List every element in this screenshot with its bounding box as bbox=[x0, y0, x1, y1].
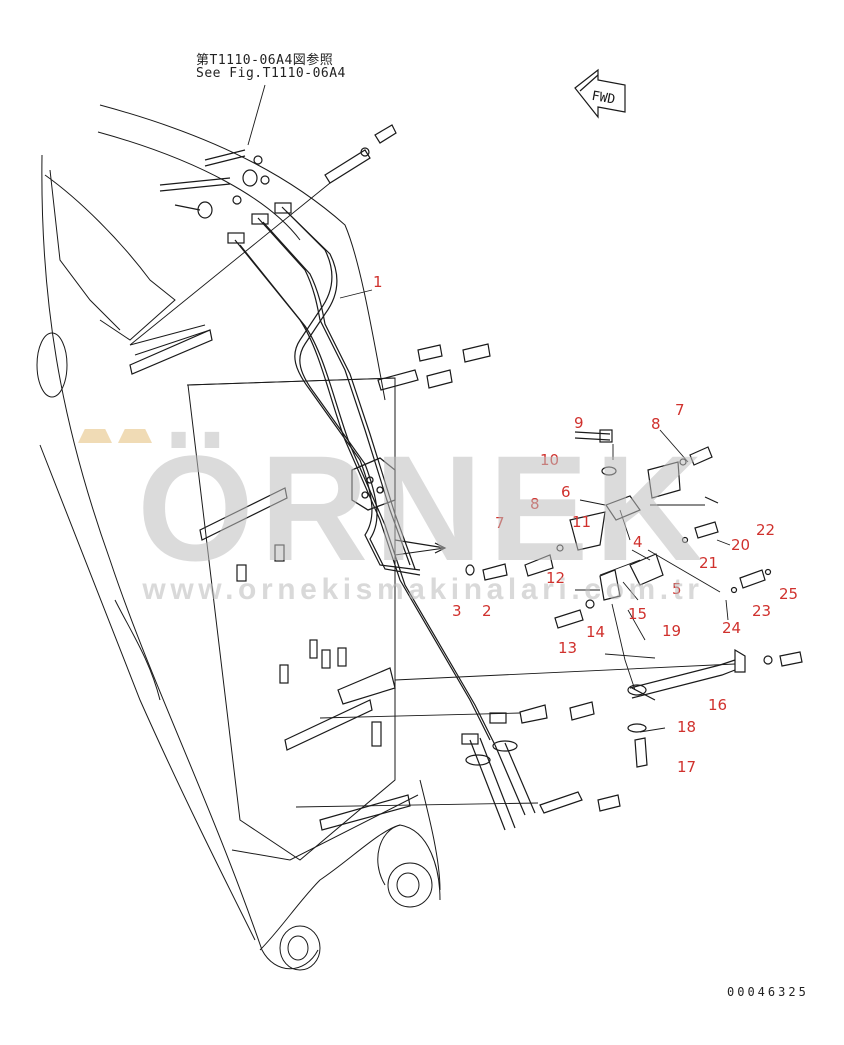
callout-18: 18 bbox=[677, 718, 696, 736]
boom-outline bbox=[39, 104, 441, 970]
callout-8b: 8 bbox=[530, 495, 540, 513]
exploded-parts bbox=[377, 343, 803, 814]
valve-block bbox=[351, 457, 396, 511]
callout-19: 19 bbox=[662, 622, 681, 640]
callout-23: 23 bbox=[752, 602, 771, 620]
figure-reference-japanese: 第T1110-06A4図参照 bbox=[196, 53, 334, 68]
callout-9: 9 bbox=[574, 414, 584, 432]
callout-7b: 7 bbox=[495, 514, 505, 532]
callout-15: 15 bbox=[628, 605, 647, 623]
callout-25: 25 bbox=[779, 585, 798, 603]
pipe-end-fittings bbox=[227, 202, 518, 766]
hydraulic-pipes bbox=[234, 206, 736, 831]
callout-13: 13 bbox=[558, 639, 577, 657]
callout-7a: 7 bbox=[675, 401, 685, 419]
document-number: 00046325 bbox=[727, 985, 809, 999]
side-plate bbox=[129, 324, 396, 861]
callout-22: 22 bbox=[756, 521, 775, 539]
figure-reference-english: See Fig.T1110-06A4 bbox=[196, 66, 346, 81]
callout-8a: 8 bbox=[651, 415, 661, 433]
forward-direction-label: FWD bbox=[590, 89, 616, 108]
callout-11: 11 bbox=[572, 513, 591, 531]
pipe-clamps bbox=[129, 329, 411, 831]
callout-6: 6 bbox=[561, 483, 571, 501]
callout-3: 3 bbox=[452, 602, 462, 620]
top-bolts bbox=[159, 124, 397, 219]
flow-arrow bbox=[394, 539, 447, 554]
callout-16: 16 bbox=[708, 696, 727, 714]
forward-direction-marker bbox=[574, 68, 626, 119]
callout-20: 20 bbox=[731, 536, 750, 554]
callout-4: 4 bbox=[633, 533, 643, 551]
pin-bosses bbox=[36, 332, 433, 971]
leader-lines bbox=[129, 84, 736, 808]
callout-17: 17 bbox=[677, 758, 696, 776]
callout-24: 24 bbox=[722, 619, 741, 637]
callout-2: 2 bbox=[482, 602, 492, 620]
plate-slots bbox=[236, 544, 382, 747]
callout-14: 14 bbox=[586, 623, 605, 641]
callout-1: 1 bbox=[373, 273, 383, 291]
callout-12: 12 bbox=[546, 569, 565, 587]
callout-21: 21 bbox=[699, 554, 718, 572]
callout-5: 5 bbox=[672, 580, 682, 598]
callout-10: 10 bbox=[540, 451, 559, 469]
